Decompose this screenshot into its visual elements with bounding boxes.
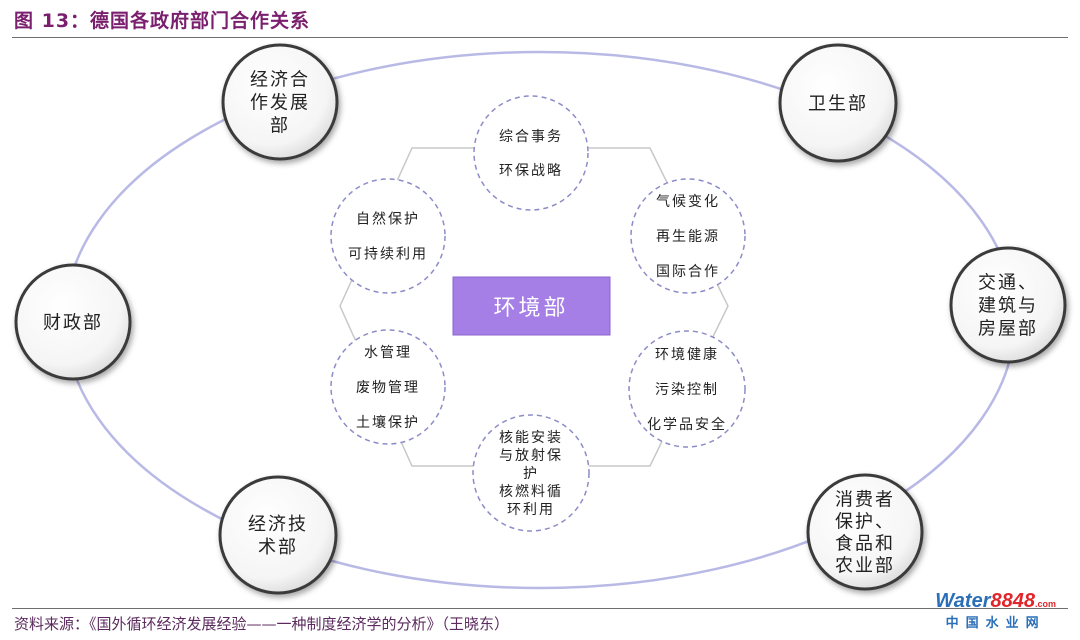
inner-label-nature-line-1: 自然保护 bbox=[356, 211, 420, 228]
logo-word-b: 8848 bbox=[990, 590, 1035, 612]
inner-label-nuclear-line-1: 核能安装 bbox=[499, 430, 563, 446]
inner-label-climate-energy-line-1: 气候变化 bbox=[656, 194, 720, 210]
figure-title: 图 13：德国各政府部门合作关系 bbox=[14, 10, 311, 32]
logo-word-a: Water bbox=[935, 590, 991, 612]
inner-node-nature bbox=[330, 178, 446, 294]
inner-label-health-chemicals-line-1: 环境健康 bbox=[655, 346, 719, 363]
inner-node-health-chemicals bbox=[628, 330, 746, 448]
inner-label-health-chemicals-line-3: 化学品安全 bbox=[647, 416, 727, 433]
inner-label-climate-energy-line-3: 国际合作 bbox=[656, 264, 720, 280]
inner-label-nuclear-line-2: 与放射保 bbox=[499, 448, 563, 464]
outer-label-transport-building-line-3: 房屋部 bbox=[978, 318, 1038, 339]
inner-node-climate-energy bbox=[630, 178, 746, 294]
outer-node-economy-technology bbox=[218, 475, 338, 595]
inner-node-general-strategy bbox=[473, 95, 589, 211]
center-box bbox=[452, 276, 611, 336]
inner-hexagon bbox=[339, 147, 729, 467]
inner-label-water-waste-soil-line-1: 水管理 bbox=[364, 345, 412, 361]
outer-label-economy-technology-line-1: 经济技 bbox=[248, 514, 308, 535]
outer-label-economic-cooperation-line-1: 经济合 bbox=[250, 69, 310, 90]
outer-label-transport-building-line-1: 交通、 bbox=[978, 272, 1038, 293]
inner-label-nuclear-line-5: 环利用 bbox=[507, 502, 555, 518]
inner-label-general-strategy-line-2: 环保战略 bbox=[499, 163, 563, 179]
outer-label-consumer-food-agriculture-line-2: 保护、 bbox=[835, 511, 895, 532]
outer-label-finance-line-1: 财政部 bbox=[43, 312, 103, 333]
outer-node-consumer-food-agriculture bbox=[806, 473, 924, 591]
outer-label-economic-cooperation-line-3: 部 bbox=[270, 115, 290, 136]
inner-label-water-waste-soil-line-3: 土壤保护 bbox=[356, 414, 420, 431]
center-label: 环境部 bbox=[493, 296, 568, 321]
outer-label-health-line-1: 卫生部 bbox=[808, 93, 868, 114]
outer-label-consumer-food-agriculture-line-1: 消费者 bbox=[835, 489, 895, 510]
source-divider bbox=[12, 608, 1068, 609]
outer-node-finance bbox=[14, 263, 132, 381]
title-divider bbox=[12, 37, 1068, 38]
org-relationship-diagram: 综合事务环保战略气候变化再生能源国际合作环境健康污染控制化学品安全核能安装与放射… bbox=[14, 43, 1067, 595]
inner-label-nature-line-2: 可持续利用 bbox=[348, 246, 428, 263]
inner-node-nuclear bbox=[472, 414, 590, 532]
inner-label-general-strategy-line-1: 综合事务 bbox=[499, 129, 563, 145]
inner-label-nuclear-line-4: 核燃料循 bbox=[499, 483, 563, 500]
outer-label-transport-building-line-2: 建筑与 bbox=[978, 295, 1038, 316]
inner-label-water-waste-soil-line-2: 废物管理 bbox=[356, 380, 420, 396]
logo-suffix: .com bbox=[1034, 599, 1056, 609]
outer-node-health bbox=[778, 43, 898, 163]
logo-subtitle: 中国水业网 bbox=[945, 616, 1046, 631]
outer-label-economy-technology-line-2: 术部 bbox=[258, 537, 298, 558]
source-note: 资料来源：《国外循环经济发展经验——一种制度经济学的分析》（王晓东） bbox=[14, 615, 510, 633]
outer-node-economic-cooperation bbox=[221, 43, 339, 161]
water8848-logo: Water8848.com 中国水业网 bbox=[935, 591, 1056, 632]
inner-node-water-waste-soil bbox=[330, 329, 446, 445]
inner-label-nuclear-line-3: 护 bbox=[523, 466, 539, 482]
inner-label-health-chemicals-line-2: 污染控制 bbox=[655, 382, 719, 398]
outer-label-consumer-food-agriculture-line-3: 食品和 bbox=[835, 533, 895, 554]
outer-node-transport-building bbox=[949, 246, 1067, 364]
outer-label-consumer-food-agriculture-line-4: 农业部 bbox=[835, 555, 895, 576]
inner-label-climate-energy-line-2: 再生能源 bbox=[656, 229, 720, 245]
outer-label-economic-cooperation-line-2: 作发展 bbox=[250, 92, 310, 113]
